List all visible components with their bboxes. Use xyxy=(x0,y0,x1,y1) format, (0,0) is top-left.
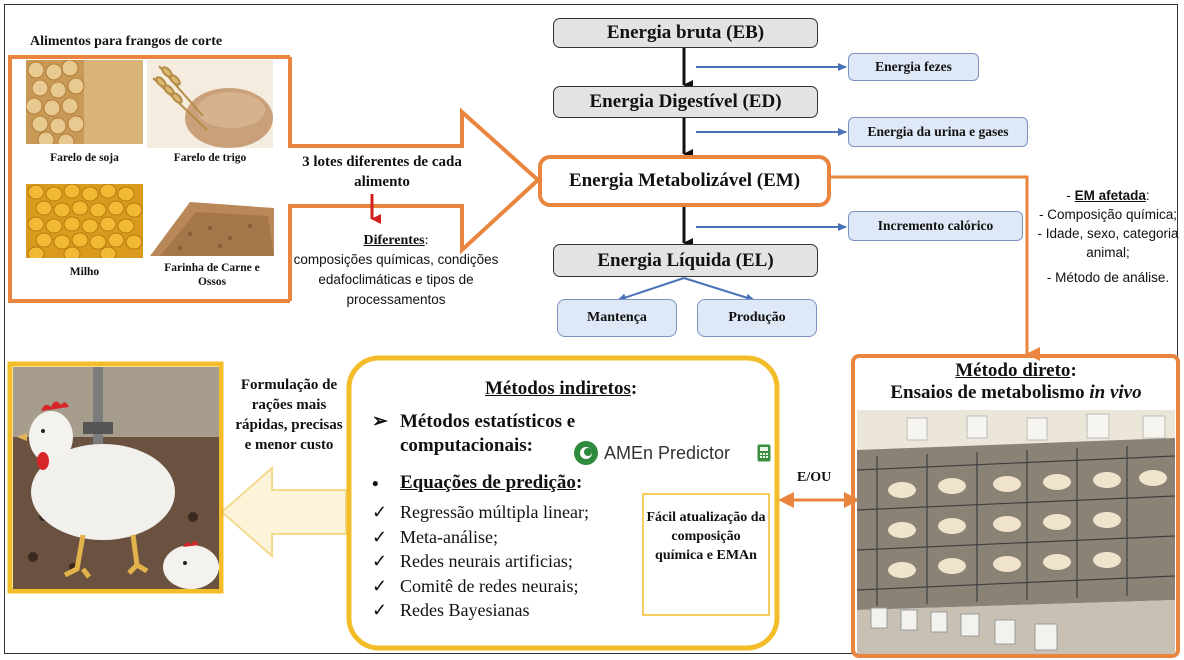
soy-image xyxy=(26,60,143,144)
feeds-frame xyxy=(8,55,290,303)
direct-method-subtitle: Ensaios de metabolismo xyxy=(890,382,1090,403)
em-afetada-item: - Método de análise. xyxy=(1046,270,1170,285)
checkmark-icon: ✓ xyxy=(372,551,388,571)
energia-digestivel-label: Energia Digestível (ED) xyxy=(589,91,782,112)
energia-metabolizavel-label: Energia Metabolizável (EM) xyxy=(568,170,801,191)
wheat-image xyxy=(147,60,273,148)
list-item: ✓Comitê de redes neurais; xyxy=(372,574,589,599)
calculator-icon xyxy=(757,444,771,462)
em-afetada-block: - EM afetada: - Composição química; - Id… xyxy=(1035,186,1181,287)
meat-bone-meal-image xyxy=(150,194,274,256)
energia-urina-box: Energia da urina e gases xyxy=(848,117,1028,147)
energia-fezes-box: Energia fezes xyxy=(848,53,979,81)
energia-bruta-box: Energia bruta (EB) xyxy=(553,18,818,48)
soy-label: Farelo de soja xyxy=(50,152,119,164)
direct-method-title: Método direto xyxy=(955,360,1071,381)
energia-bruta-label: Energia bruta (EB) xyxy=(606,22,765,43)
incremento-calorico-label: Incremento calórico xyxy=(877,218,994,233)
stat-methods-block: ➢ xyxy=(372,410,398,434)
amen-predictor-logo: AMEn Predictor xyxy=(573,440,730,466)
list-item: ✓Regressão múltipla linear; xyxy=(372,500,589,525)
arrow-em-direto xyxy=(831,175,1040,361)
broiler-chicken-photo xyxy=(13,367,219,589)
direct-method-frame xyxy=(851,354,1180,658)
lots-text: 3 lotes diferentes de cada alimento xyxy=(302,154,462,190)
side-note-text: Fácil atualização da composição química … xyxy=(646,510,766,563)
producao-box: Produção xyxy=(697,299,817,337)
side-note-box xyxy=(642,493,770,616)
corn-label: Milho xyxy=(69,266,100,278)
mantenca-box: Mantença xyxy=(557,299,677,337)
list-item: ✓Redes neurais artificias; xyxy=(372,549,589,574)
amen-logo-text: AMEn Predictor xyxy=(604,442,731,463)
checkmark-icon: ✓ xyxy=(372,526,388,547)
arrow-mantenca xyxy=(617,277,685,302)
direct-method-subtitle-italic: in vivo xyxy=(1089,382,1142,403)
mantenca-label: Mantença xyxy=(587,310,647,325)
energia-metabolizavel-box: Energia Metabolizável (EM) xyxy=(538,155,831,207)
chicken-photo-frame xyxy=(7,361,224,594)
arrow-bullet-icon: ➢ xyxy=(372,411,388,432)
producao-label: Produção xyxy=(728,310,786,325)
checkmark-icon: ✓ xyxy=(372,502,388,522)
incremento-calorico-box: Incremento calórico xyxy=(848,211,1023,241)
formulacao-text: Formulação de rações mais rápidas, preci… xyxy=(235,377,343,453)
wheat-label: Farelo de trigo xyxy=(173,152,247,164)
indirect-methods-title-block: Métodos indiretos: xyxy=(485,378,638,399)
energia-liquida-box: Energia Líquida (EL) xyxy=(553,244,818,277)
arrow-producao xyxy=(683,277,755,302)
prediction-equations-list: ✓Regressão múltipla linear; ✓Meta-anális… xyxy=(372,500,589,623)
feeds-title: Alimentos para frangos de corte xyxy=(30,34,223,49)
e-ou-double-arrow xyxy=(778,492,860,508)
em-afetada-item: - Composição química; xyxy=(1038,207,1178,222)
diferentes-body: composições químicas, condições edafocli… xyxy=(293,252,499,307)
diferentes-block: Diferentes: composições químicas, condiç… xyxy=(293,233,499,307)
diferentes-title: Diferentes xyxy=(363,233,425,248)
amen-logo-icon xyxy=(574,441,598,465)
eq-title-block: Equações de predição: xyxy=(400,472,583,493)
indirect-methods-title: Métodos indiretos xyxy=(485,378,631,399)
e-ou-label: E/OU xyxy=(797,470,832,485)
page-frame xyxy=(4,4,1178,654)
yellow-arrow-left xyxy=(220,465,347,559)
meat-bone-meal-label: Farinha de Carne e Ossos xyxy=(164,262,260,288)
energia-digestivel-box: Energia Digestível (ED) xyxy=(553,86,818,118)
stat-methods-label: Métodos estatísticos e computacionais: xyxy=(400,411,576,456)
list-item: ✓Meta-análise; xyxy=(372,525,589,550)
indirect-methods-box xyxy=(346,355,780,651)
list-item: ✓Redes Bayesianas xyxy=(372,598,589,623)
energia-urina-label: Energia da urina e gases xyxy=(867,124,1009,139)
corn-image xyxy=(26,184,143,258)
em-afetada-title: EM afetada xyxy=(1074,188,1146,203)
metabolism-cages-photo xyxy=(857,410,1175,654)
eq-title: Equações de predição xyxy=(400,472,576,493)
direct-method-title-block: Método direto: Ensaios de metabolismo in… xyxy=(890,360,1142,403)
checkmark-icon: ✓ xyxy=(372,575,388,596)
em-afetada-item: - Idade, sexo, categoria animal; xyxy=(1037,226,1179,260)
energia-liquida-label: Energia Líquida (EL) xyxy=(597,249,774,271)
eq-bullet-icon: • xyxy=(372,474,379,495)
checkmark-icon: ✓ xyxy=(372,600,388,620)
energia-fezes-label: Energia fezes xyxy=(875,59,952,74)
